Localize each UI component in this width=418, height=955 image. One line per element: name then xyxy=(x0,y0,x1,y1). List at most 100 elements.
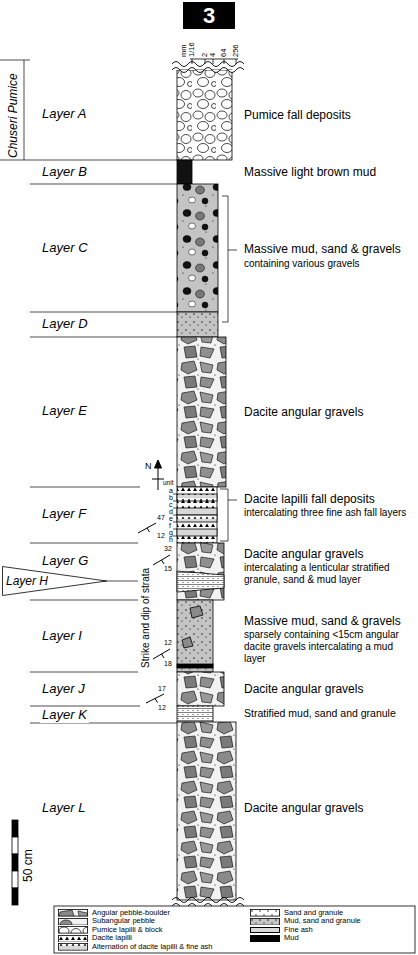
layer-name-holder: Layer G xyxy=(40,553,90,569)
break-line xyxy=(172,62,244,67)
legend-swatch xyxy=(58,918,88,926)
dip-value: 15 xyxy=(164,565,172,573)
scale-value-holder: 2 xyxy=(201,53,209,57)
panel-number: 3 xyxy=(183,2,235,29)
layer-f-unit xyxy=(177,494,217,501)
layer-name-holder: Layer D xyxy=(40,316,90,332)
legend-swatch xyxy=(250,935,280,942)
legend-text: Pumice lapilli & block xyxy=(92,926,162,935)
layer-name: Layer L xyxy=(40,800,87,816)
scale-value: 64 xyxy=(220,49,228,57)
scale-bar xyxy=(12,820,18,905)
layer-name-holder: Layer I xyxy=(40,628,84,644)
formation-name: Chuseri Pumice xyxy=(6,73,20,158)
gravel-clast xyxy=(182,637,193,648)
boundary-line xyxy=(30,600,138,601)
break-line xyxy=(172,68,244,73)
boundary-line xyxy=(30,543,138,544)
grain-scale xyxy=(190,59,238,64)
north-arrow xyxy=(152,460,164,490)
layer-description: Dacite angular gravels xyxy=(244,405,363,419)
legend-swatch xyxy=(58,909,88,917)
layer-note: sparsely containing <15cm angular dacite… xyxy=(244,629,414,665)
unit-tick xyxy=(173,501,177,502)
legend-swatch xyxy=(58,926,88,934)
strike-value-holder: 47 xyxy=(157,514,165,522)
layer-g-fill xyxy=(177,543,224,600)
unit-letter-holder: c xyxy=(169,501,173,509)
layer-description: Stratified mud, sand and granule xyxy=(244,707,416,720)
unit-heading-holder: unit xyxy=(163,479,173,486)
layer-description-holder: Dacite angular gravels xyxy=(244,682,363,696)
strike-dip-symbol xyxy=(138,523,156,533)
layer-f-fill xyxy=(177,487,217,543)
gravel-clast xyxy=(190,606,203,618)
layer-description-holder: Dacite lapilli fall deposits xyxy=(244,492,416,506)
unit-tick xyxy=(173,529,177,530)
layer-name: Layer B xyxy=(40,164,89,180)
axis-title: Strike and dip of strata xyxy=(140,568,152,668)
scale-tick xyxy=(213,59,214,64)
strike-value-holder: 12 xyxy=(164,639,172,647)
unit-tick xyxy=(173,494,177,495)
layer-h-lens xyxy=(177,571,224,592)
unit-letter: f xyxy=(169,522,171,530)
unit-letter-holder: f xyxy=(169,522,171,530)
scale-value-holder: 4 xyxy=(209,53,217,57)
layer-description-holder: Dacite angular gravels xyxy=(244,801,363,815)
legend-frame xyxy=(54,906,415,953)
layer-b-fill xyxy=(177,160,192,184)
unit-letter: a xyxy=(169,487,173,495)
scale-bar-segment xyxy=(12,871,18,888)
legend-swatch-fill xyxy=(58,927,87,934)
column-layers xyxy=(177,70,236,900)
scale-unit-holder: mm xyxy=(180,45,188,58)
unit-tick xyxy=(173,536,177,537)
boundary-line xyxy=(0,160,177,161)
bracket xyxy=(222,196,237,322)
bracket xyxy=(220,489,237,541)
boundary-line xyxy=(0,60,30,61)
layer-name: Layer F xyxy=(40,506,88,522)
unit-letter-holder: b xyxy=(169,494,173,502)
layer-description: Dacite angular gravels xyxy=(244,547,363,561)
scale-bar-label: 50 cm xyxy=(21,849,35,882)
layer-k-fill xyxy=(177,706,213,722)
legend-text: Angular pebble-boulder xyxy=(92,909,170,918)
scale-bar-label-holder: 50 cm xyxy=(21,849,35,882)
scale-value: 1/16 xyxy=(188,42,196,57)
strike-value-holder: 17 xyxy=(158,685,166,693)
scale-value-holder: 1/16 xyxy=(188,42,196,57)
layer-name-holder: Layer K xyxy=(40,707,89,723)
strike-value: 47 xyxy=(157,514,165,522)
layer-name: Layer I xyxy=(40,628,84,644)
layer-note: intercalating three fine ash fall layers xyxy=(244,507,414,519)
scale-value: 256 xyxy=(232,44,240,57)
layer-name: Layer A xyxy=(40,106,88,122)
layer-f-unit xyxy=(177,508,217,515)
dip-value: 18 xyxy=(164,660,172,668)
layer-boundaries xyxy=(0,60,237,723)
layer-l-fill xyxy=(177,722,236,900)
layer-description-holder: Pumice fall deposits xyxy=(244,108,351,122)
legend-text: Mud xyxy=(284,934,299,943)
layer-name-holder: Layer F xyxy=(40,506,88,522)
layer-name: Layer G xyxy=(40,553,90,569)
layer-description: Dacite angular gravels xyxy=(244,801,363,815)
layer-note-holder: intercalating a lenticular stratified gr… xyxy=(244,562,414,586)
layer-note-holder: sparsely containing <15cm angular dacite… xyxy=(244,629,414,665)
layer-a-fill xyxy=(177,70,232,160)
scale-unit: mm xyxy=(180,45,188,58)
unit-letter-holder: h xyxy=(169,536,173,544)
legend-text: Alternation of dacite lapilli & fine ash xyxy=(92,943,213,952)
strike-value-holder: 32 xyxy=(164,545,172,553)
strike-value: 17 xyxy=(158,685,166,693)
strike-dip-symbol xyxy=(146,694,164,703)
unit-letter-holder: d xyxy=(169,508,173,516)
layer-name: Layer D xyxy=(40,316,90,332)
scale-value: 2 xyxy=(201,53,209,57)
layer-i-fill xyxy=(177,600,213,672)
scale-tick xyxy=(192,59,193,64)
legend-text: Fine ash xyxy=(284,926,313,935)
